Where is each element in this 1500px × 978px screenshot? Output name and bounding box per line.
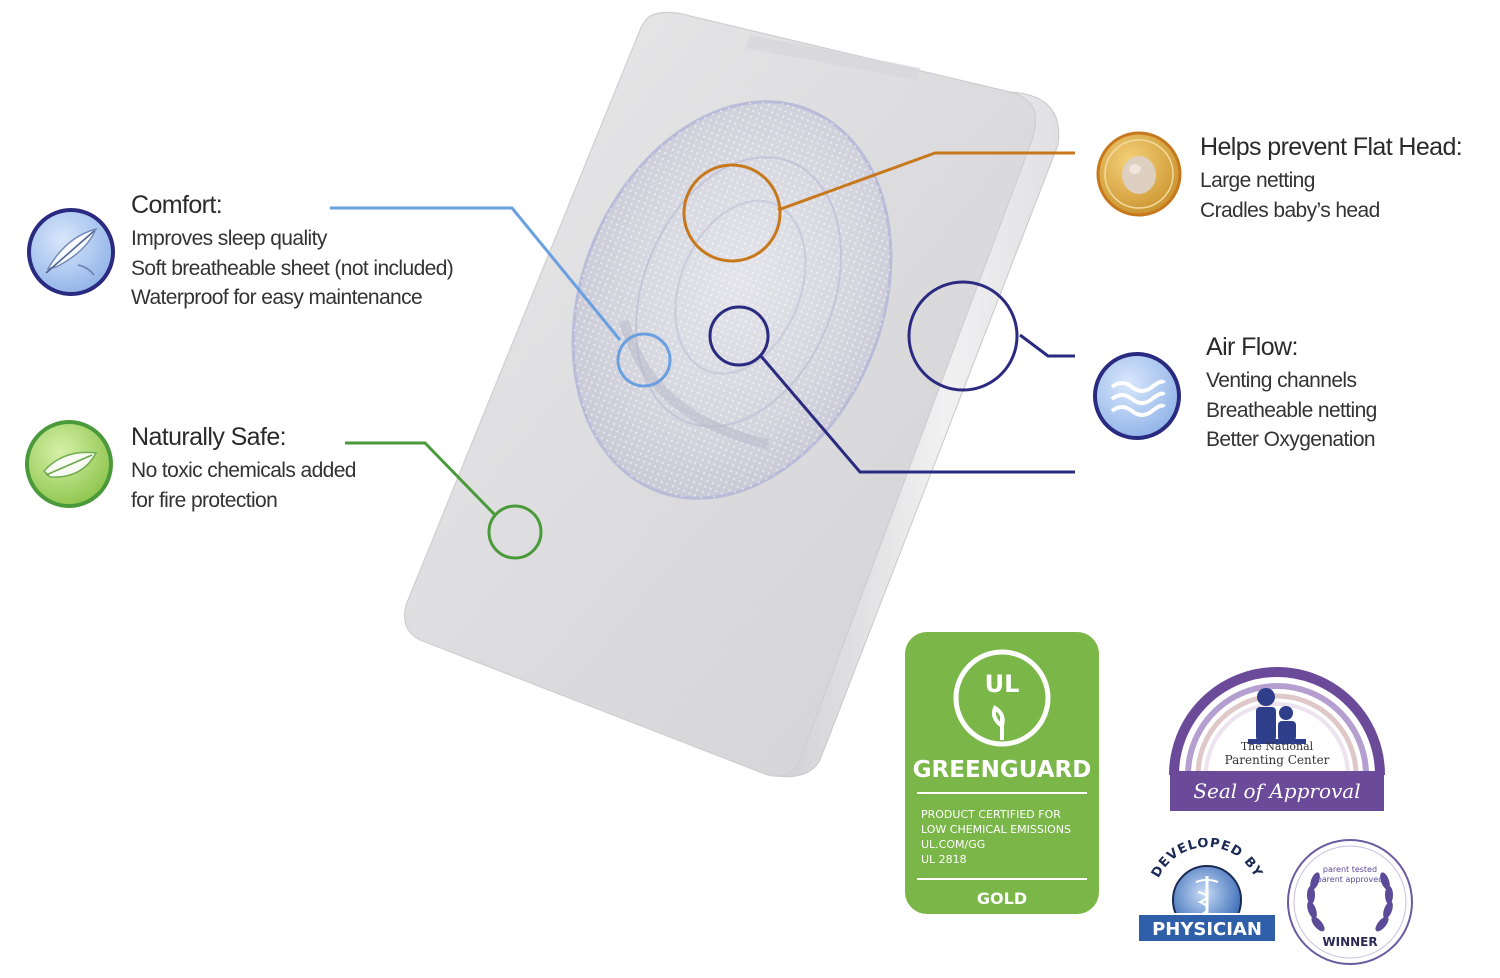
feature-line: Venting channels: [1206, 369, 1357, 392]
npc-seal-badge: The National Parenting Center Seal of Ap…: [1169, 667, 1385, 811]
feature-flat-head: Helps prevent Flat Head: Large netting C…: [1200, 133, 1463, 225]
feature-title: Helps prevent Flat Head:: [1200, 133, 1463, 161]
greenguard-line: PRODUCT CERTIFIED FOR: [921, 808, 1061, 821]
parent-tested-brand1: parent tested: [1323, 865, 1377, 874]
feature-title: Naturally Safe:: [131, 423, 287, 451]
npc-org-line2: Parenting Center: [1225, 753, 1330, 767]
parent-tested-badge: parent tested parent approved WINNER: [1287, 839, 1413, 965]
npc-seal-text: Seal of Approval: [1193, 779, 1360, 803]
greenguard-line: UL 2818: [921, 853, 967, 866]
feature-line: Cradles baby’s head: [1200, 198, 1380, 222]
physician-bottom-text: PHYSICIAN: [1152, 919, 1262, 940]
baby-head-icon: [1096, 131, 1182, 217]
physician-badge: DEVELOPED BY PHYSICIAN: [1137, 838, 1277, 943]
feature-line: No toxic chemicals added: [131, 459, 356, 482]
feature-title: Comfort:: [131, 191, 223, 219]
feature-line: Breatheable netting: [1206, 398, 1377, 422]
feature-line: Better Oxygenation: [1206, 428, 1376, 451]
feature-air-flow: Air Flow: Venting channels Breatheable n…: [1206, 333, 1377, 455]
parent-tested-brand2: parent approved: [1317, 875, 1384, 884]
air-waves-icon: [1093, 352, 1181, 440]
feature-naturally-safe: Naturally Safe: No toxic chemicals added…: [131, 423, 356, 515]
feature-comfort: Comfort: Improves sleep quality Soft bre…: [131, 191, 454, 313]
ul-logo-text: UL: [985, 670, 1020, 698]
greenguard-badge: UL GREENGUARD PRODUCT CERTIFIED FOR LOW …: [905, 632, 1099, 914]
greenguard-line: UL.COM/GG: [921, 838, 985, 851]
npc-org-line1: The National: [1241, 740, 1314, 753]
feature-title: Air Flow:: [1206, 333, 1298, 361]
greenguard-name: GREENGUARD: [913, 757, 1092, 783]
parent-tested-award: WINNER: [1322, 935, 1377, 949]
feature-line: Large netting: [1200, 169, 1315, 192]
feature-line: Improves sleep quality: [131, 227, 327, 250]
greenguard-line: LOW CHEMICAL EMISSIONS: [921, 823, 1071, 836]
greenguard-level: GOLD: [977, 889, 1027, 908]
feature-line: Soft breatheable sheet (not included): [131, 256, 454, 280]
leaf-icon: [25, 420, 113, 508]
feather-icon: [27, 208, 115, 296]
feature-line: for fire protection: [131, 488, 278, 512]
feature-line: Waterproof for easy maintenance: [131, 286, 423, 309]
